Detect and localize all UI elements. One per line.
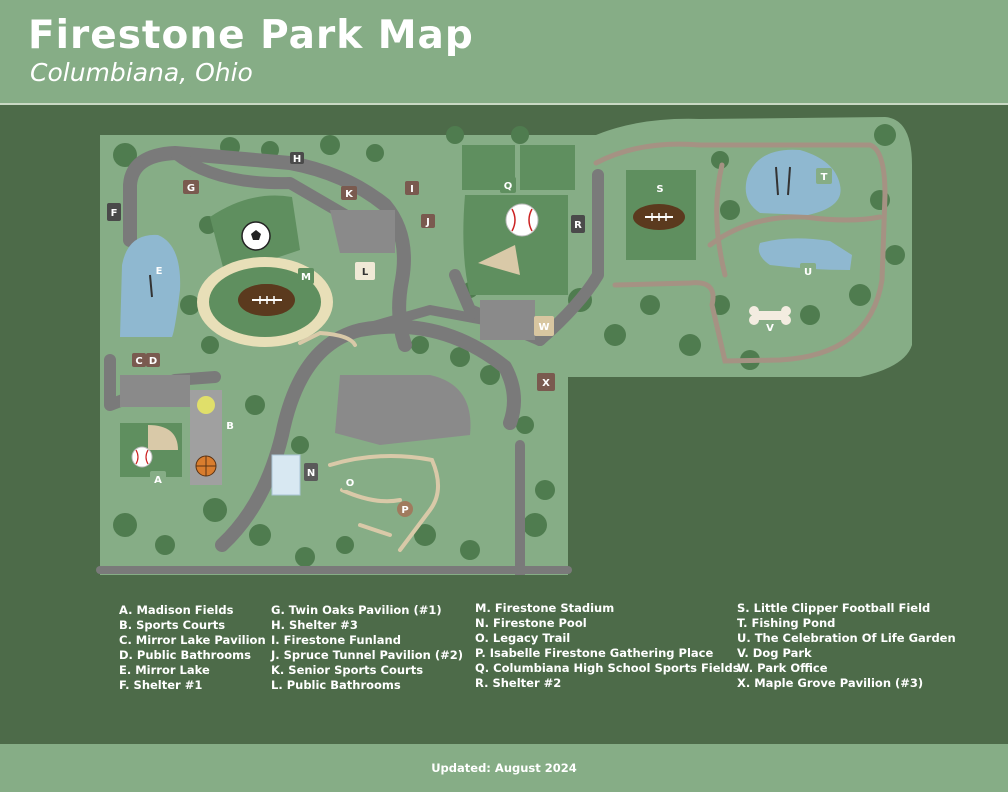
legend-item: Q. Columbiana High School Sports Fields xyxy=(475,660,740,675)
soccer-ball-icon xyxy=(241,221,271,251)
map-markers: A B C D E F G H I J K L M N O P Q R S T … xyxy=(107,152,832,517)
park-boundary xyxy=(100,117,912,575)
marker-p: P xyxy=(397,501,413,517)
svg-text:D: D xyxy=(149,356,157,367)
svg-text:A: A xyxy=(154,475,162,486)
svg-text:X: X xyxy=(542,378,550,389)
svg-text:R: R xyxy=(574,220,582,231)
legend-column-3: M. Firestone Stadium N. Firestone Pool O… xyxy=(475,601,740,690)
marker-m: M xyxy=(298,268,314,284)
svg-text:H: H xyxy=(293,154,301,165)
legend-item: M. Firestone Stadium xyxy=(475,601,615,615)
baseball-icon xyxy=(505,203,539,237)
marker-i: I xyxy=(405,181,419,195)
legend-item: B. Sports Courts xyxy=(119,617,226,632)
legend-item: J. Spruce Tunnel Pavilion (#2) xyxy=(271,647,463,662)
legend-item: I. Firestone Funland xyxy=(271,632,401,647)
park-map: A B C D E F G H I J K L M N O P Q R S T … xyxy=(96,117,912,575)
marker-n: N xyxy=(304,463,318,481)
svg-text:C: C xyxy=(135,356,142,367)
legend-column-4: S. Little Clipper Football Field T. Fish… xyxy=(737,601,956,690)
basketball-icon xyxy=(195,455,217,477)
marker-r: R xyxy=(571,215,585,233)
marker-j: J xyxy=(421,214,435,228)
legend-item: S. Little Clipper Football Field xyxy=(737,601,931,615)
legend-column-1: A. Madison Fields B. Sports Courts C. Mi… xyxy=(119,603,266,692)
marker-l: L xyxy=(355,262,375,280)
marker-s: S xyxy=(652,180,668,196)
page-subtitle: Columbiana, Ohio xyxy=(30,58,253,87)
marker-k: K xyxy=(341,186,357,200)
marker-x: X xyxy=(537,373,555,391)
marker-h: H xyxy=(290,152,304,165)
svg-text:T: T xyxy=(821,172,828,183)
marker-d: D xyxy=(146,353,160,367)
legend-item: A. Madison Fields xyxy=(119,603,234,617)
svg-text:W: W xyxy=(538,322,549,333)
legend-item: R. Shelter #2 xyxy=(475,675,562,690)
marker-b: B xyxy=(222,417,238,433)
svg-text:N: N xyxy=(307,468,315,479)
legend-item: P. Isabelle Firestone Gathering Place xyxy=(475,645,714,660)
legend-item: T. Fishing Pond xyxy=(737,615,836,630)
legend-item: H. Shelter #3 xyxy=(271,617,358,632)
marker-a: A xyxy=(150,471,166,487)
legend-item: V. Dog Park xyxy=(737,645,812,660)
svg-text:O: O xyxy=(346,478,355,489)
legend-item: D. Public Bathrooms xyxy=(119,647,251,662)
svg-text:L: L xyxy=(362,267,369,278)
marker-w: W xyxy=(534,316,554,336)
marker-q: Q xyxy=(500,177,516,193)
legend-item: W. Park Office xyxy=(737,660,828,675)
svg-text:Q: Q xyxy=(504,181,513,192)
legend-column-2: G. Twin Oaks Pavilion (#1) H. Shelter #3… xyxy=(271,603,463,692)
svg-text:B: B xyxy=(226,421,234,432)
football-field-icon xyxy=(633,204,685,230)
legend-item: O. Legacy Trail xyxy=(475,630,571,645)
svg-text:G: G xyxy=(187,183,195,194)
svg-text:U: U xyxy=(804,267,812,278)
marker-u: U xyxy=(800,263,816,279)
updated-date: Updated: August 2024 xyxy=(431,761,577,775)
svg-text:J: J xyxy=(425,217,430,228)
svg-text:F: F xyxy=(111,208,118,219)
marker-t: T xyxy=(816,168,832,184)
page-title: Firestone Park Map xyxy=(28,13,474,58)
map-header: Firestone Park Map Columbiana, Ohio xyxy=(0,0,1008,105)
legend-item: N. Firestone Pool xyxy=(475,615,587,630)
legend-item: G. Twin Oaks Pavilion (#1) xyxy=(271,603,442,617)
legend-item: E. Mirror Lake xyxy=(119,662,210,677)
marker-e: E xyxy=(151,262,167,278)
svg-text:E: E xyxy=(156,266,163,277)
svg-text:P: P xyxy=(401,505,408,516)
legend-item: K. Senior Sports Courts xyxy=(271,662,424,677)
garden-paths xyxy=(593,141,888,364)
marker-g: G xyxy=(183,180,199,194)
legend-item: F. Shelter #1 xyxy=(119,677,203,692)
pool xyxy=(271,454,301,496)
tree-clusters xyxy=(113,124,905,567)
legend-item: L. Public Bathrooms xyxy=(271,677,401,692)
tennis-ball-icon xyxy=(197,396,215,414)
svg-text:I: I xyxy=(410,184,414,195)
map-footer: Updated: August 2024 xyxy=(0,744,1008,792)
svg-text:S: S xyxy=(656,184,663,195)
football-icon xyxy=(239,284,295,316)
trails xyxy=(298,330,440,552)
marker-c: C xyxy=(132,353,146,367)
legend-item: C. Mirror Lake Pavilion xyxy=(119,632,266,647)
baseball-small-icon xyxy=(131,446,153,468)
legend-item: X. Maple Grove Pavilion (#3) xyxy=(737,675,924,690)
svg-text:K: K xyxy=(345,189,354,200)
dog-bone-icon xyxy=(749,306,791,325)
parking-lots xyxy=(120,210,535,445)
fishing-rod-icon xyxy=(149,166,791,298)
svg-text:M: M xyxy=(301,272,311,283)
marker-f: F xyxy=(107,203,121,221)
marker-o: O xyxy=(342,474,358,490)
marker-v: V xyxy=(762,319,778,335)
legend-item: U. The Celebration Of Life Garden xyxy=(737,630,956,645)
svg-text:V: V xyxy=(766,323,774,334)
